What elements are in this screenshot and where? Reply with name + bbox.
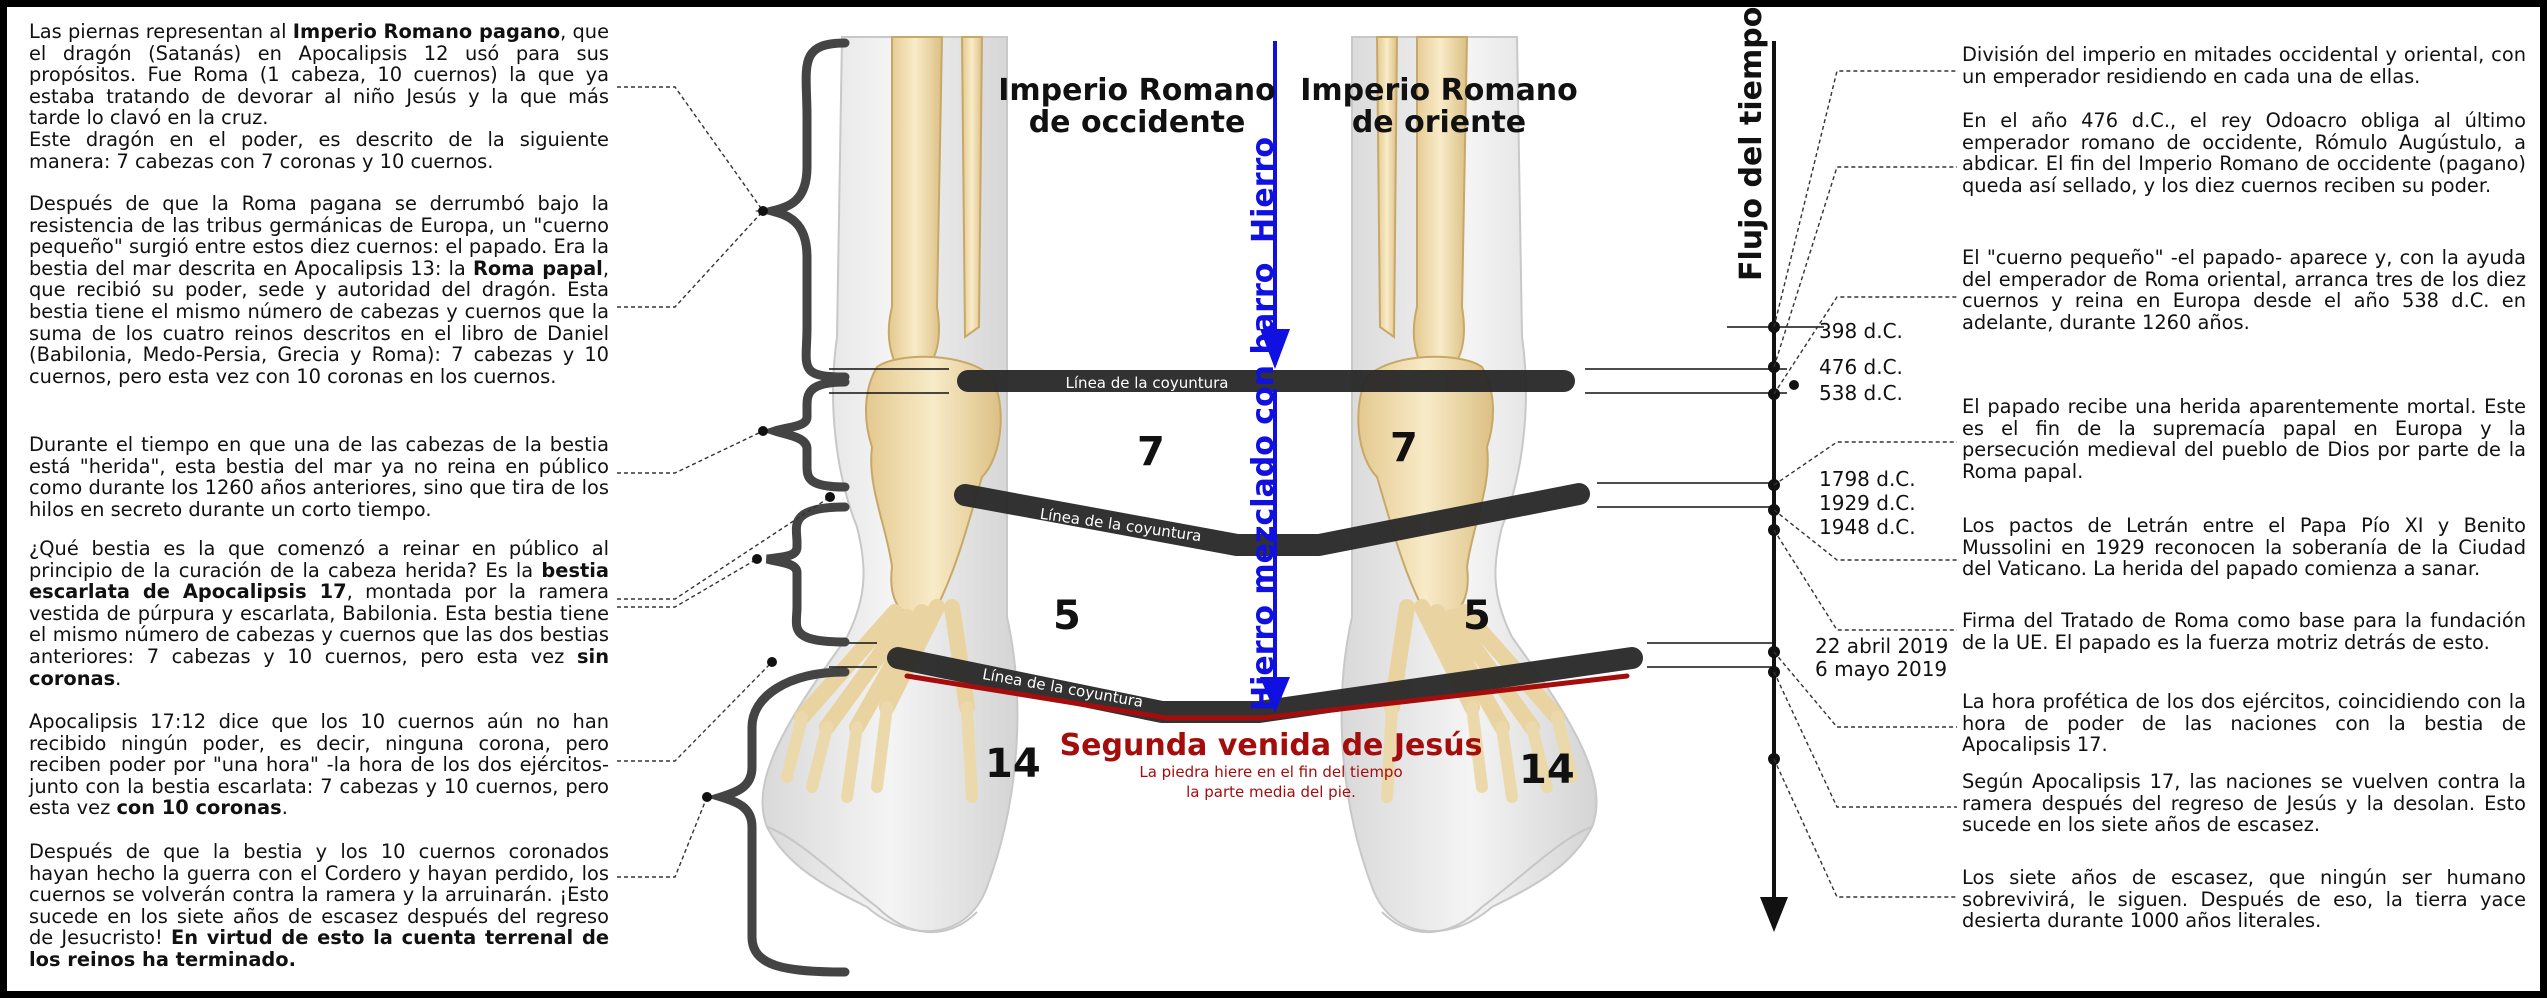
left-paragraph-3: Durante el tiempo en que una de las cabe…	[29, 434, 609, 520]
bold-text: Imperio Romano pagano	[292, 20, 561, 43]
right-paragraph-4: El papado recibe una herida aparentement…	[1962, 395, 2526, 483]
left-brace-points	[702, 206, 835, 802]
right-paragraph-8: Según Apocalipsis 17, las naciones se vu…	[1962, 770, 2526, 837]
feet-illustration: Hierro Hierro mezclado con barro Línea d…	[617, 7, 1957, 977]
iron-clay-label: Hierro mezclado con barro	[1246, 263, 1281, 711]
text-run: Este dragón en el poder, es descrito de …	[29, 127, 609, 173]
text-run: Durante el tiempo en que una de las cabe…	[29, 433, 609, 521]
right-connectors	[1773, 70, 1957, 898]
right-foot	[1340, 36, 1598, 933]
bold-text: con 10 coronas	[116, 796, 282, 820]
bold-text: sin coronas	[29, 644, 609, 690]
joint-label-2: Línea de la coyuntura	[1039, 505, 1203, 546]
toe-number-5-left: 5	[1053, 593, 1081, 639]
right-paragraph-3: El "cuerno pequeño" -el papado- aparece …	[1962, 246, 2526, 334]
left-paragraph-6: Después de que la bestia y los 10 cuerno…	[29, 841, 609, 971]
toe-number-7-left: 7	[1137, 429, 1165, 475]
date-label-2019-04-22: 22 abril 2019	[1815, 634, 1949, 658]
east-title-line-1: Imperio Romano	[1300, 73, 1578, 108]
iron-label: Hierro	[1246, 137, 1281, 243]
joint-line-3	[887, 647, 1643, 723]
right-reference-lines	[1585, 326, 1824, 668]
text-run: , montada por la ramera vestida de púrpu…	[29, 580, 609, 668]
left-paragraph-5: Apocalipsis 17:12 dice que los 10 cuerno…	[29, 711, 609, 819]
right-paragraph-5: Los pactos de Letrán entre el Papa Pío X…	[1962, 514, 2526, 581]
date-label-2019-05-06: 6 mayo 2019	[1815, 657, 1948, 681]
stone-caption-1: La piedra hiere en el fin del tiempo	[1139, 763, 1402, 781]
stone-caption-2: la parte media del pie.	[1186, 783, 1356, 801]
west-title-line-2: de occidente	[1028, 105, 1246, 140]
date-label-1929: 1929 d.C.	[1819, 491, 1916, 515]
toe-number-7-right: 7	[1390, 425, 1418, 471]
bold-text: En virtud de esto la cuenta terrenal de …	[29, 926, 609, 971]
time-flow-label: Flujo del tiempo	[1734, 7, 1769, 281]
text-run: Las piernas representan al	[29, 20, 293, 43]
date-label-1798: 1798 d.C.	[1819, 467, 1916, 491]
left-paragraph-4: ¿Qué bestia es la que comenzó a reinar e…	[29, 538, 609, 689]
left-foot	[761, 36, 1019, 933]
left-connectors	[617, 86, 831, 878]
text-run: Apocalipsis 17:12 dice que los 10 cuerno…	[29, 710, 609, 820]
toe-number-14-left: 14	[985, 741, 1041, 787]
iron-clay-arrow	[1260, 389, 1290, 713]
west-empire-title: Imperio Romano de occidente	[967, 75, 1307, 139]
date-label-398: 398 d.C.	[1819, 319, 1903, 343]
text-run: ¿Qué bestia es la que comenzó a reinar e…	[29, 537, 609, 582]
toe-number-14-right: 14	[1519, 747, 1575, 793]
date-label-476: 476 d.C.	[1819, 355, 1903, 379]
date-label-1948: 1948 d.C.	[1819, 515, 1916, 539]
iron-arrow	[1260, 41, 1290, 369]
second-coming-label: Segunda venida de Jesús	[1060, 728, 1483, 763]
text-run: , que el dragón (Satanás) en Apocalipsis…	[29, 20, 609, 130]
right-paragraph-1: División del imperio en mitades occident…	[1962, 43, 2526, 88]
text-run: .	[115, 666, 122, 690]
right-paragraph-2: En el año 476 d.C., el rey Odoacro oblig…	[1962, 109, 2526, 197]
left-braces	[705, 38, 850, 977]
text-run: , que recibió su poder, sede y autoridad…	[29, 256, 609, 388]
east-empire-title: Imperio Romano de oriente	[1269, 75, 1609, 139]
date-label-538: 538 d.C.	[1819, 381, 1903, 405]
timeline-extra-marker	[1789, 380, 1799, 390]
west-title-line-1: Imperio Romano	[998, 73, 1276, 108]
left-paragraph-2: Después de que la Roma pagana se derrumb…	[29, 193, 609, 387]
toe-number-5-right: 5	[1463, 593, 1491, 639]
text-run: Después de que la bestia y los 10 cuerno…	[29, 840, 609, 950]
east-title-line-2: de oriente	[1351, 105, 1527, 140]
right-paragraph-7: La hora profética de los dos ejércitos, …	[1962, 690, 2526, 757]
joint-label-1: Línea de la coyuntura	[1066, 374, 1229, 392]
right-paragraph-9: Los siete años de escasez, que ningún se…	[1962, 866, 2526, 933]
bold-text: bestia escarlata de Apocalipsis 17	[29, 558, 609, 604]
left-paragraph-1: Las piernas representan al Imperio Roman…	[29, 21, 609, 172]
text-run: .	[281, 796, 288, 820]
diagram-canvas: Hierro Hierro mezclado con barro Línea d…	[7, 7, 2540, 991]
right-paragraph-6: Firma del Tratado de Roma como base para…	[1962, 609, 2526, 654]
bold-text: Roma papal	[472, 256, 603, 280]
text-run: Después de que la Roma pagana se derrumb…	[29, 192, 609, 280]
joint-line-2	[954, 483, 1590, 556]
